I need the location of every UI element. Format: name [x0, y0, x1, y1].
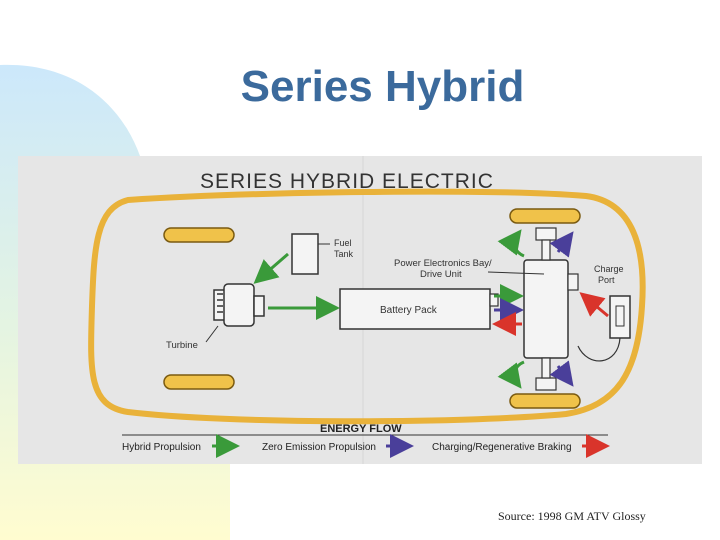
power-bay-label: Power Electronics Bay/ Drive Unit — [394, 258, 494, 280]
legend-item-charging: Charging/Regenerative Braking — [432, 442, 572, 453]
legend-item-hybrid: Hybrid Propulsion — [122, 442, 201, 453]
fuel-tank-label: Fuel Tank — [334, 238, 354, 259]
power-bay-label-line1: Power Electronics Bay/ — [394, 258, 492, 269]
arrow-fuel-to-turbine — [253, 252, 289, 284]
wheel-rear-left — [163, 374, 235, 390]
power-bay-label-line2: Drive Unit — [420, 269, 462, 280]
diagram-heading: SERIES HYBRID ELECTRIC — [200, 170, 494, 193]
fuel-tank-label-line1: Fuel — [334, 238, 352, 248]
arrow-rear-green — [497, 360, 525, 389]
wheel-front-left — [163, 227, 235, 243]
legend-title: ENERGY FLOW — [320, 423, 402, 435]
legend-item-zero-emission: Zero Emission Propulsion — [262, 442, 376, 453]
chassis-outline — [88, 188, 646, 425]
source-caption: Source: 1998 GM ATV Glossy — [498, 509, 646, 523]
battery-pack-label: Battery Pack — [380, 305, 438, 316]
slide-title: Series Hybrid — [240, 62, 525, 111]
fuel-tank — [291, 233, 319, 275]
wheel-rear-right — [509, 393, 581, 409]
turbine — [213, 283, 265, 327]
arrow-rear-blue — [549, 360, 574, 387]
fuel-tank-label-line2: Tank — [334, 249, 354, 259]
charge-port-label: Charge Port — [594, 264, 626, 285]
drive-unit — [523, 259, 569, 359]
series-hybrid-diagram: SERIES HYBRID ELECTRIC Fuel Tank Turbine… — [18, 156, 702, 464]
battery-pack — [339, 288, 491, 330]
turbine-label: Turbine — [166, 340, 198, 351]
arrow-front-green — [497, 229, 525, 258]
wheel-front-right — [509, 208, 581, 224]
charge-port-label-line1: Charge — [594, 264, 624, 274]
arrow-front-blue — [549, 231, 574, 258]
arrow-charge-port-red — [579, 292, 609, 318]
charge-port-label-line2: Port — [598, 275, 615, 285]
